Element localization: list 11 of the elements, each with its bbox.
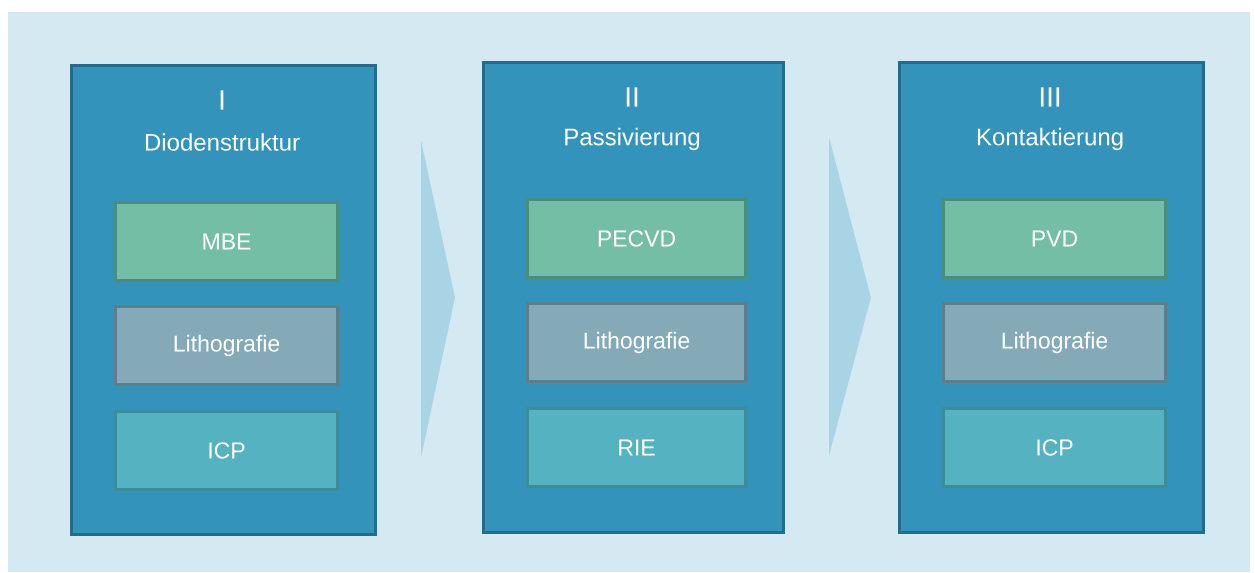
process-box: Lithografie [942, 302, 1167, 383]
process-box: Lithografie [526, 302, 747, 383]
process-box: ICP [942, 407, 1167, 488]
chevron-arrow [421, 140, 455, 458]
process-box: PECVD [526, 198, 747, 279]
chevron-arrow [829, 137, 871, 456]
process-box: PVD [942, 198, 1167, 279]
process-box: Lithografie [114, 305, 339, 386]
process-box: ICP [114, 410, 339, 491]
process-box: MBE [114, 201, 339, 282]
process-box: RIE [526, 407, 747, 488]
